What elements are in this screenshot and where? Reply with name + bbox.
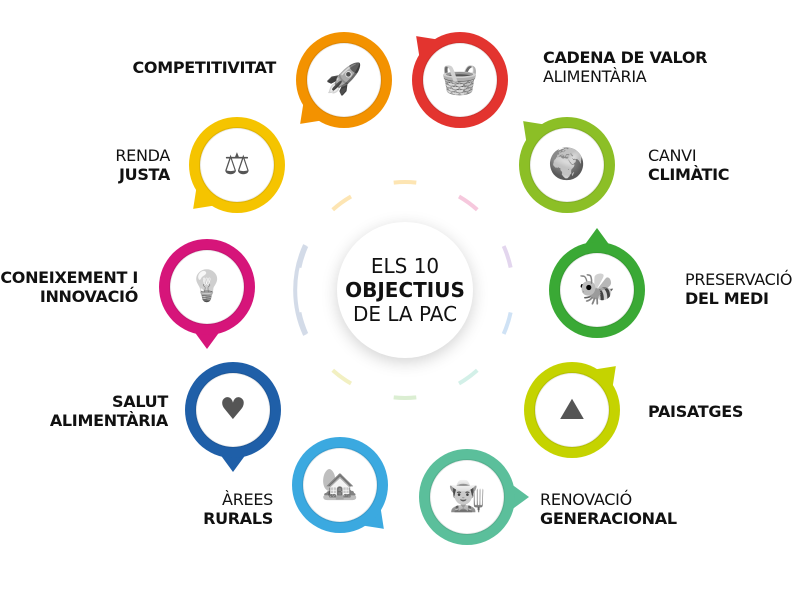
center-dashed-ring bbox=[293, 180, 513, 400]
ring-dash bbox=[331, 368, 353, 386]
objective-ring bbox=[296, 32, 392, 128]
ring-inner bbox=[422, 42, 498, 118]
bee-icon: 🐝 bbox=[578, 272, 616, 307]
ring-dash bbox=[457, 368, 479, 386]
ring-dash bbox=[293, 244, 307, 336]
label-paisatges: PAISATGES bbox=[648, 402, 744, 421]
ring-dash bbox=[501, 245, 513, 268]
objective-ring bbox=[419, 449, 529, 545]
objective-ring bbox=[524, 362, 620, 458]
center-line-2: OBJECTIUS bbox=[345, 278, 465, 302]
ring-inner bbox=[429, 459, 505, 535]
ring-dash bbox=[393, 395, 417, 400]
farmhouse-icon: 🏡 bbox=[321, 467, 359, 502]
objective-ring bbox=[519, 117, 615, 213]
objective-ring bbox=[549, 228, 645, 338]
lightbulb-brain-icon: 💡 bbox=[188, 269, 226, 304]
rocket-icon: 🚀 bbox=[325, 62, 363, 97]
ring-inner bbox=[529, 127, 605, 203]
objective-ring bbox=[292, 437, 388, 533]
ring-dash bbox=[331, 194, 353, 212]
center-line-1: ELS 10 bbox=[370, 254, 440, 278]
farmer-scale-icon: ⚖ bbox=[223, 147, 251, 182]
objective-ring bbox=[189, 117, 285, 213]
center-line-3: DE LA PAC bbox=[352, 302, 458, 326]
ring-inner bbox=[302, 447, 378, 523]
objective-ring bbox=[412, 32, 508, 128]
ring-inner bbox=[534, 372, 610, 448]
objective-ring bbox=[185, 362, 281, 472]
ring-inner bbox=[169, 249, 245, 325]
young-farmer-icon: 👨‍🌾 bbox=[448, 479, 486, 514]
center-title-circle: ELS 10 OBJECTIUS DE LA PAC bbox=[337, 222, 473, 358]
globe-thermometer-icon: 🌍 bbox=[548, 147, 586, 182]
ring-inner bbox=[195, 372, 271, 448]
food-health-icon: ♥ bbox=[219, 392, 247, 427]
label-competitivitat: COMPETITIVITAT bbox=[132, 58, 276, 77]
landscape-icon: ⛰ bbox=[559, 392, 585, 427]
ring-dash bbox=[457, 194, 479, 212]
ring-dash bbox=[393, 180, 417, 185]
ring-inner bbox=[199, 127, 275, 203]
ring-dash bbox=[501, 312, 513, 335]
ring-inner bbox=[306, 42, 382, 118]
food-crate-icon: 🧺 bbox=[441, 62, 479, 97]
objective-ring bbox=[159, 239, 255, 349]
ring-inner bbox=[559, 252, 635, 328]
